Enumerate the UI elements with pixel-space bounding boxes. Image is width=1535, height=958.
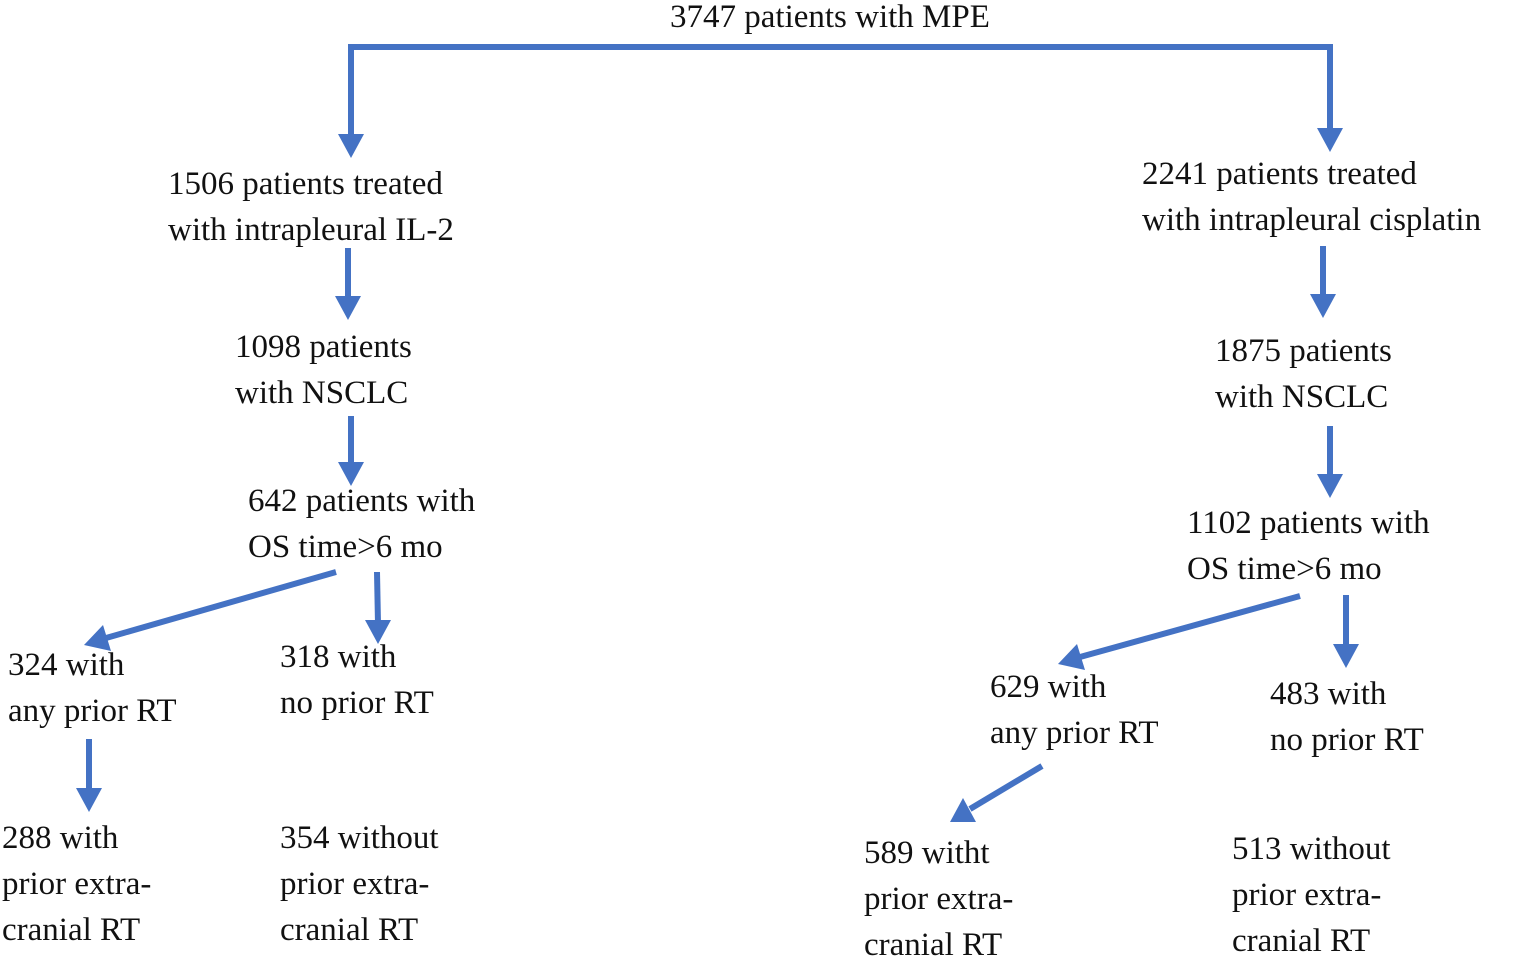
node-line: cranial RT: [280, 912, 419, 948]
arrowhead-il2-os: [338, 462, 364, 486]
arrowhead-to-cisplatin: [1317, 128, 1343, 152]
arrowhead-cis-no-rt: [1333, 644, 1359, 668]
node-line: with intrapleural cisplatin: [1142, 202, 1482, 238]
node-il2-os: 642 patients with OS time>6 mo: [248, 478, 475, 570]
node-line: 324 with: [8, 647, 125, 683]
node-il2-nsclc: 1098 patients with NSCLC: [235, 324, 412, 416]
node-line: 1875 patients: [1215, 333, 1392, 369]
node-line: no prior RT: [1270, 722, 1424, 758]
arrowhead-il2-any-rt: [84, 625, 111, 651]
node-line: OS time>6 mo: [248, 529, 443, 565]
node-cis-no-prior-rt: 483 with no prior RT: [1270, 671, 1424, 763]
node-cis-os: 1102 patients with OS time>6 mo: [1187, 500, 1430, 592]
node-line: prior extra-: [864, 881, 1014, 917]
node-line: with NSCLC: [1215, 379, 1389, 415]
node-all-mpe-patients: 3747 patients with MPE: [670, 0, 990, 40]
node-cis-any-prior-rt: 629 with any prior RT: [990, 664, 1158, 756]
node-line: any prior RT: [8, 693, 177, 729]
node-cisplatin-treated: 2241 patients treated with intrapleural …: [1142, 151, 1481, 243]
node-line: no prior RT: [280, 685, 434, 721]
node-line: 1506 patients treated: [168, 166, 443, 202]
node-line: 2241 patients treated: [1142, 156, 1417, 192]
node-line: with NSCLC: [235, 375, 409, 411]
arrow-il2-os-to-any-rt: [105, 569, 337, 641]
arrow-il2-os-to-no-rt: [374, 571, 381, 625]
node-il2-any-prior-rt: 324 with any prior RT: [8, 642, 176, 734]
arrow-cis-any-rt-to-extra-rt: [968, 763, 1044, 812]
node-line: 1098 patients: [235, 329, 412, 365]
node-line: 1102 patients with: [1187, 505, 1430, 541]
root-split-connector: [348, 44, 1333, 142]
node-il2-extracranial-rt: 288 with prior extra- cranial RT: [2, 815, 151, 953]
node-line: 642 patients with: [248, 483, 476, 519]
node-line: 483 with: [1270, 676, 1387, 712]
node-line: cranial RT: [1232, 923, 1371, 958]
arrowhead-cis-extra-rt: [950, 798, 976, 822]
arrowhead-to-il2: [338, 134, 364, 158]
node-line: 3747 patients with MPE: [670, 0, 990, 35]
arrowhead-cis-os: [1317, 474, 1343, 498]
node-line: cranial RT: [2, 912, 141, 948]
node-line: 288 with: [2, 820, 119, 856]
node-line: prior extra-: [2, 866, 152, 902]
arrow-cis-os-to-any-rt: [1079, 593, 1301, 660]
arrowhead-cis-nsclc: [1310, 294, 1336, 318]
node-il2-no-extracranial-rt: 354 without prior extra- cranial RT: [280, 815, 439, 953]
node-cis-extracranial-rt: 589 witht prior extra- cranial RT: [864, 830, 1013, 958]
node-line: 318 with: [280, 639, 397, 675]
node-line: 513 without: [1232, 831, 1391, 867]
node-il2-treated: 1506 patients treated with intrapleural …: [168, 161, 454, 253]
arrowhead-il2-no-rt: [365, 620, 391, 644]
node-line: OS time>6 mo: [1187, 551, 1382, 587]
arrowhead-cis-any-rt: [1058, 644, 1085, 670]
node-line: with intrapleural IL-2: [168, 212, 454, 248]
node-cis-nsclc: 1875 patients with NSCLC: [1215, 328, 1392, 420]
node-line: prior extra-: [280, 866, 430, 902]
arrowhead-il2-extra-rt: [76, 788, 102, 812]
arrowhead-il2-nsclc: [335, 296, 361, 320]
node-line: 629 with: [990, 669, 1107, 705]
node-line: any prior RT: [990, 715, 1159, 751]
node-line: prior extra-: [1232, 877, 1382, 913]
node-line: 589 witht: [864, 835, 990, 871]
node-il2-no-prior-rt: 318 with no prior RT: [280, 634, 434, 726]
node-line: cranial RT: [864, 927, 1003, 958]
node-cis-no-extracranial-rt: 513 without prior extra- cranial RT: [1232, 826, 1391, 958]
node-line: 354 without: [280, 820, 439, 856]
